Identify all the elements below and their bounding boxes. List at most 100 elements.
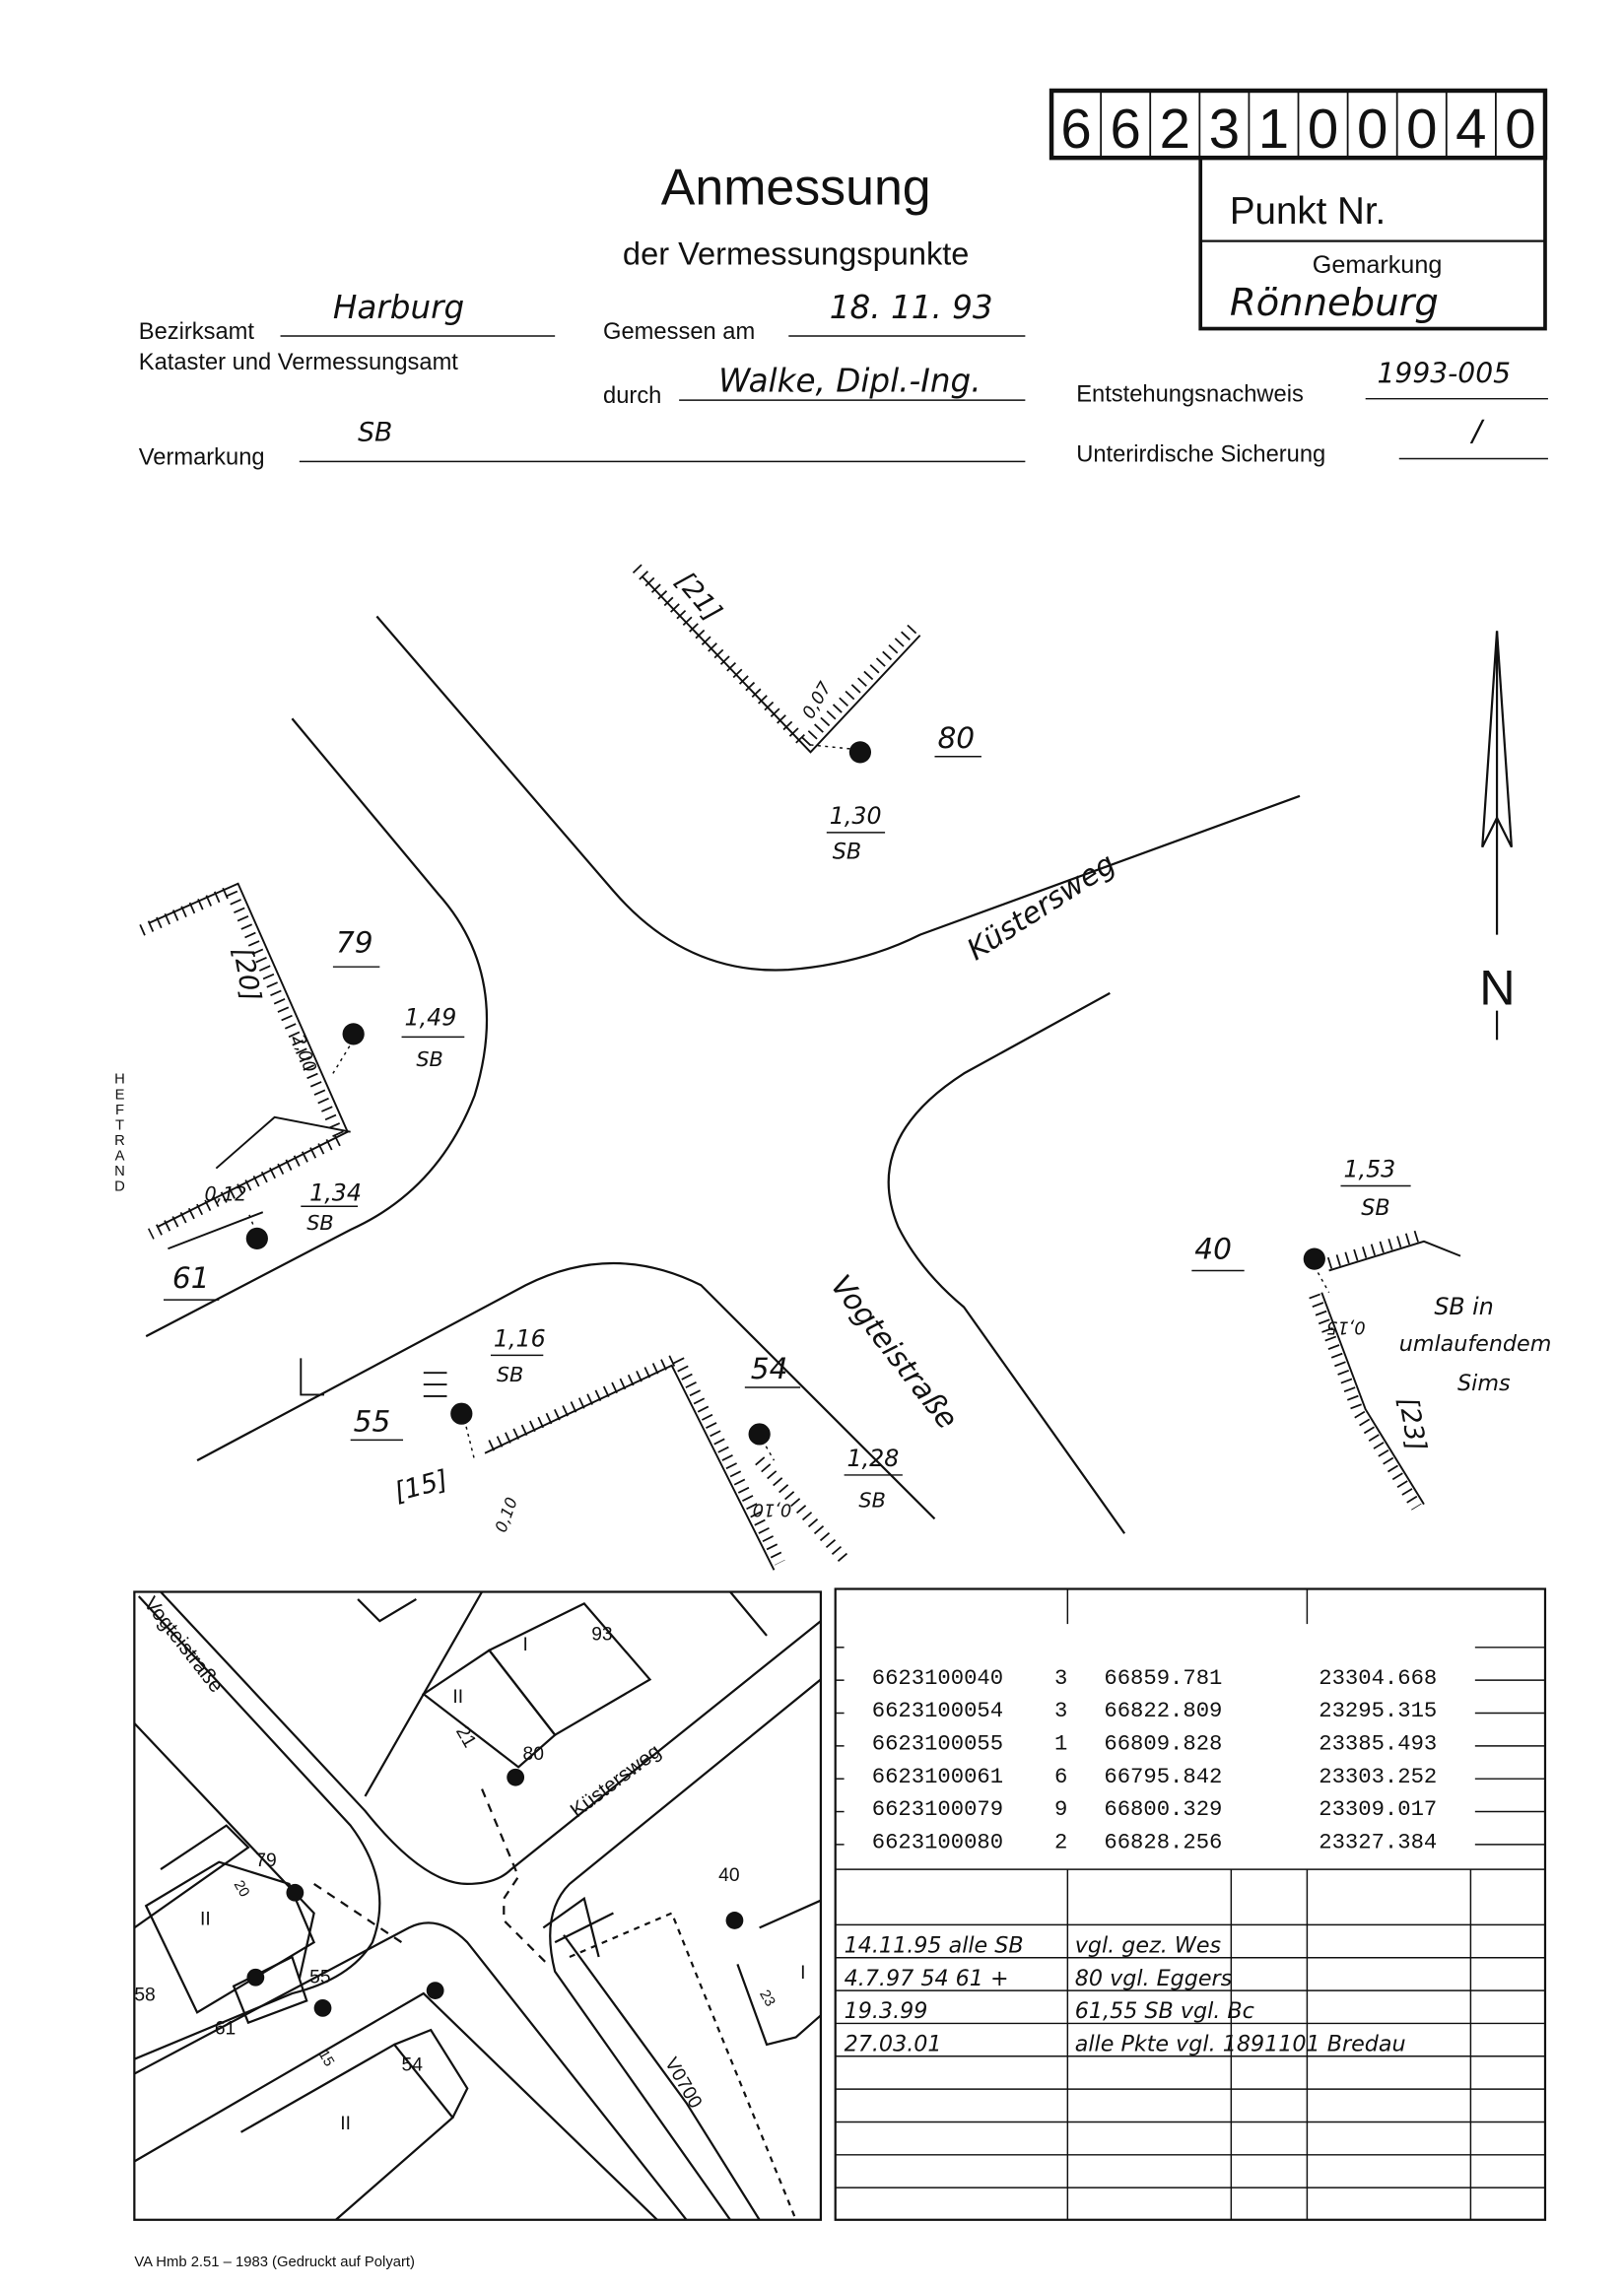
p79-building: [20]: [227, 945, 266, 1003]
vermarkung-label: Vermarkung: [139, 444, 265, 470]
note-text: 80 vgl. Eggers: [1075, 1966, 1233, 1991]
heftrand-letter: D: [114, 1179, 125, 1195]
p40-mark: SB: [1361, 1195, 1389, 1221]
survey-point-55[interactable]: [450, 1402, 473, 1425]
punkt-nr-label: Punkt Nr.: [1230, 190, 1386, 233]
map-street-kuestersweg: Küstersweg: [567, 1740, 665, 1823]
p54-mark: SB: [858, 1489, 885, 1513]
unterirdisch-label: Unterirdische Sicherung: [1076, 441, 1325, 467]
p54-height: 1,28: [847, 1445, 900, 1472]
map-label: I: [800, 1963, 805, 1984]
map-point-80[interactable]: [507, 1768, 525, 1786]
map-label: 15: [315, 2048, 337, 2069]
y-coordinate: 23309.017: [1319, 1796, 1437, 1822]
map-label: 80: [523, 1744, 544, 1765]
y-coordinate: 23295.315: [1319, 1698, 1437, 1723]
note-date: 14.11.95 alle SB: [845, 1933, 1024, 1959]
road-edge: [196, 1261, 936, 1520]
gemarkung-label: Gemarkung: [1313, 251, 1443, 279]
point-number: 6623100040: [872, 1665, 1003, 1691]
p79-id: 79: [336, 924, 373, 959]
check-digit: 3: [1054, 1665, 1067, 1691]
survey-point-54[interactable]: [748, 1423, 771, 1446]
check-digit: 1: [1054, 1731, 1067, 1757]
map-label: 54: [402, 2055, 424, 2076]
map-label: 40: [718, 1865, 739, 1886]
p55-mark: SB: [497, 1363, 523, 1386]
map-point-40[interactable]: [725, 1912, 744, 1929]
map-label: V0700: [660, 2054, 706, 2113]
p80-mark: SB: [833, 840, 861, 865]
survey-point-80[interactable]: [848, 741, 872, 764]
note-text: 61,55 SB vgl. Bc: [1075, 1998, 1254, 2024]
map-street-vogteistrasse: Vogteistraße: [139, 1592, 228, 1697]
p79-offset: 2,00: [288, 1032, 320, 1075]
point-digit: 4: [1455, 98, 1486, 160]
map-point-55[interactable]: [313, 1998, 332, 2017]
p55-building: [15]: [391, 1464, 451, 1508]
durch-value[interactable]: Walke, Dipl.-Ing.: [718, 362, 981, 399]
survey-point-79[interactable]: [342, 1023, 365, 1045]
road-edge: [145, 717, 489, 1338]
point-number: 6623100061: [872, 1764, 1003, 1789]
note-date: 4.7.97 54 61 +: [845, 1966, 1009, 1991]
point-digit: 3: [1209, 98, 1240, 160]
bezirksamt-value[interactable]: Harburg: [333, 289, 464, 326]
p40-offset: 0,15: [1326, 1316, 1366, 1337]
cadastral-map: Vogteistraße Küstersweg 93III21807920II5…: [133, 1590, 823, 2221]
check-digit: 3: [1054, 1698, 1067, 1723]
field-sketch: Küstersweg Vogteistraße [21] 0,07 80 1,3…: [139, 564, 1552, 1571]
unterirdisch-value[interactable]: /: [1469, 414, 1485, 448]
p40-id: 40: [1194, 1232, 1232, 1266]
note-row: 4.7.97 54 61 + 80 vgl. Eggers: [845, 1966, 1233, 1991]
heftrand-letter: E: [115, 1087, 125, 1103]
heftrand-letter: T: [115, 1117, 124, 1133]
p40-note-2: umlaufendem: [1399, 1331, 1552, 1357]
map-label: II: [452, 1687, 463, 1708]
gemessen-label: Gemessen am: [603, 319, 755, 345]
x-coordinate: 66828.256: [1104, 1830, 1222, 1855]
note-date: 27.03.01: [845, 2032, 942, 2057]
p55-id: 55: [354, 1403, 391, 1438]
entstehung-value[interactable]: 1993-005: [1378, 357, 1511, 389]
point-digit: 0: [1357, 98, 1387, 160]
map-label: I: [523, 1635, 528, 1655]
map-label: 20: [231, 1878, 252, 1900]
page-title: Anmessung: [661, 159, 931, 216]
p79-mark: SB: [416, 1047, 442, 1071]
street-vogteistrasse: Vogteistraße: [824, 1268, 965, 1436]
survey-point-40[interactable]: [1303, 1247, 1325, 1270]
note-row: 27.03.01 alle Pkte vgl. 1891101 Bredau: [845, 2032, 1406, 2057]
map-point-79[interactable]: [286, 1883, 304, 1902]
p40-note-3: Sims: [1457, 1371, 1511, 1396]
p55-offset: 0,10: [492, 1495, 521, 1535]
survey-point-61[interactable]: [245, 1227, 268, 1249]
gemessen-value[interactable]: 18. 11. 93: [830, 289, 993, 326]
form-fields: Bezirksamt Harburg Kataster und Vermessu…: [139, 289, 1548, 470]
point-digit: 2: [1160, 98, 1190, 160]
p80-height: 1,30: [830, 802, 882, 830]
vermarkung-value[interactable]: SB: [358, 418, 392, 448]
map-label: 79: [255, 1851, 276, 1871]
x-coordinate: 66800.329: [1104, 1796, 1222, 1822]
street-kuestersweg: Küstersweg: [961, 845, 1121, 967]
map-point-54[interactable]: [426, 1982, 444, 1999]
point-digit: 0: [1406, 98, 1437, 160]
note-text: alle Pkte vgl. 1891101 Bredau: [1075, 2032, 1406, 2057]
map-label: 58: [134, 1985, 155, 2005]
check-digit: 2: [1054, 1830, 1067, 1855]
p40-height: 1,53: [1343, 1156, 1395, 1183]
map-point-61[interactable]: [246, 1968, 265, 1987]
x-coordinate: 66809.828: [1104, 1731, 1222, 1757]
x-coordinate: 66795.842: [1104, 1764, 1222, 1789]
map-label: 23: [756, 1987, 778, 2009]
p61-height: 1,34: [309, 1179, 362, 1206]
p80-id: 80: [937, 720, 975, 755]
point-digit: 0: [1308, 98, 1338, 160]
